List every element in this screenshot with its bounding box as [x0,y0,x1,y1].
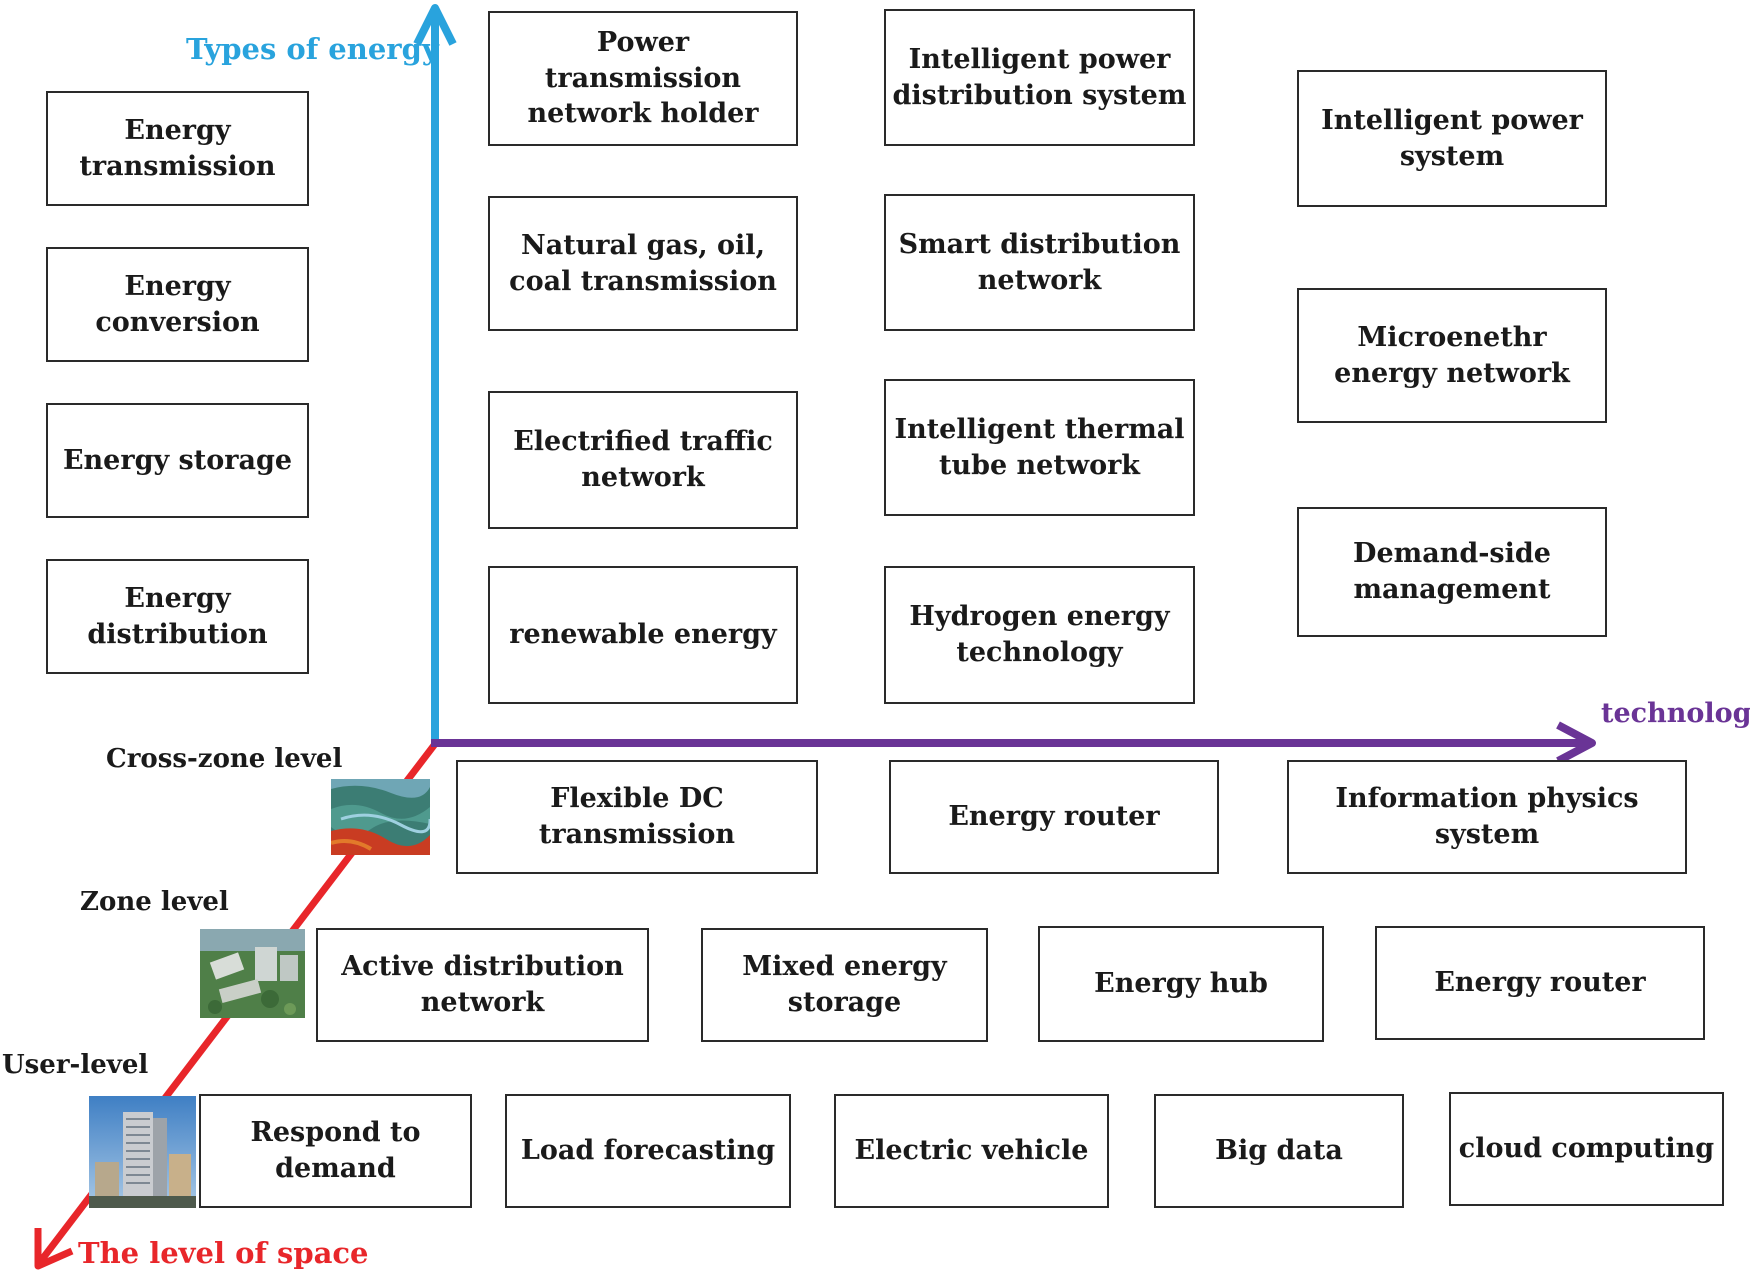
technology-box: Demand-side management [1297,507,1607,637]
technology-box: Intelligent power system [1297,70,1607,207]
technology-box: Natural gas, oil, coal transmission [488,196,798,331]
user-item-box: Load forecasting [505,1094,791,1208]
technology-box: Power transmission network holder [488,11,798,146]
technology-box: Hydrogen energy technology [884,566,1195,704]
zone-item-box: Mixed energy storage [701,928,988,1042]
energy-type-box: Energy transmission [46,91,309,206]
technology-box: Intelligent power distribution system [884,9,1195,146]
building-image [89,1096,196,1208]
technology-box: Intelligent thermal tube network [884,379,1195,516]
district-image [200,929,305,1018]
user-level-label: User-level [2,1050,149,1080]
cross-zone-item-box: Flexible DC transmission [456,760,818,874]
energy-type-box: Energy distribution [46,559,309,674]
technology-axis-arrowhead [1556,721,1596,765]
energy-type-box: Energy storage [46,403,309,518]
user-item-box: Respond to demand [199,1094,472,1208]
technology-box: Smart distribution network [884,194,1195,331]
technology-box: renewable energy [488,566,798,704]
cross-zone-item-box: Energy router [889,760,1219,874]
user-item-box: Electric vehicle [834,1094,1109,1208]
zone-item-box: Energy router [1375,926,1705,1040]
energy-axis-label: Types of energy [186,32,439,66]
energy-axis-arrowhead [413,4,457,46]
user-item-box: Big data [1154,1094,1404,1208]
zone-item-box: Energy hub [1038,926,1324,1042]
cross-zone-item-box: Information physics system [1287,760,1687,874]
technology-axis-label: technology [1601,698,1750,729]
space-axis-label: The level of space [78,1236,369,1270]
user-item-box: cloud computing [1449,1092,1724,1206]
zone-item-box: Active distribution network [316,928,649,1042]
cross-zone-level-label: Cross-zone level [106,744,343,774]
space-axis-arrowhead [34,1228,74,1270]
zone-level-label: Zone level [80,887,229,917]
landscape-image [331,779,430,855]
technology-box: Electrified traffic network [488,391,798,529]
technology-box: Microenethr energy network [1297,288,1607,423]
energy-type-box: Energy conversion [46,247,309,362]
